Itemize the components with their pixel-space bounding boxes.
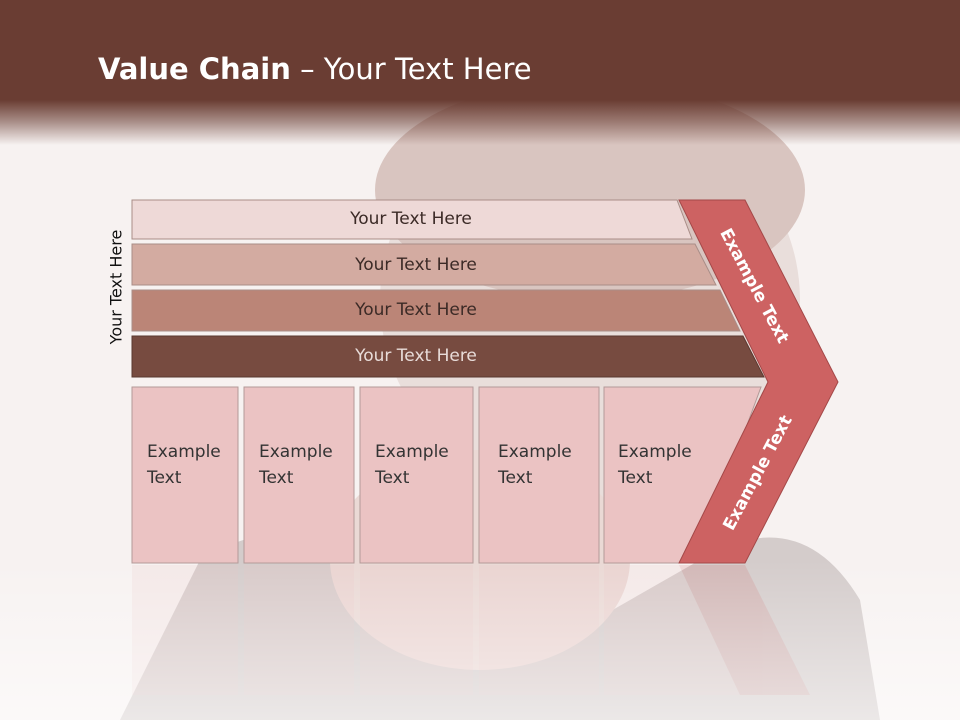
column-1-line2: Text <box>147 468 182 488</box>
slide-title: Value Chain – Your Text Here <box>98 52 532 86</box>
column-2-line1: Example <box>259 442 333 462</box>
row-3-label: Your Text Here <box>355 300 477 320</box>
side-label: Your Text Here <box>106 229 126 345</box>
row-4-label: Your Text Here <box>355 346 477 366</box>
title-rest: – Your Text Here <box>290 52 532 86</box>
column-4-line1: Example <box>498 442 572 462</box>
column-shape-4 <box>478 386 600 564</box>
row-1-label: Your Text Here <box>350 209 472 229</box>
row-shape-1 <box>131 199 693 240</box>
column-1-line1: Example <box>147 442 221 462</box>
row-1: Your Text Here <box>132 200 692 238</box>
column-5-line2: Text <box>618 468 653 488</box>
row-3: Your Text Here <box>132 291 702 329</box>
row-shape-2 <box>131 243 717 286</box>
column-5-line1: Example <box>618 442 692 462</box>
row-2: Your Text Here <box>132 246 702 284</box>
header-band <box>0 0 960 145</box>
title-bold: Value Chain <box>98 52 291 86</box>
column-4-line2: Text <box>498 468 533 488</box>
column-2-line2: Text <box>259 468 294 488</box>
row-shape-3 <box>131 289 741 332</box>
row-4: Your Text Here <box>132 337 702 375</box>
column-3-line2: Text <box>375 468 410 488</box>
column-shape-1 <box>131 386 239 564</box>
reflection-group <box>132 565 810 695</box>
row-shape-4 <box>131 335 765 378</box>
row-2-label: Your Text Here <box>355 255 477 275</box>
column-shape-3 <box>359 386 474 564</box>
column-3-line1: Example <box>375 442 449 462</box>
